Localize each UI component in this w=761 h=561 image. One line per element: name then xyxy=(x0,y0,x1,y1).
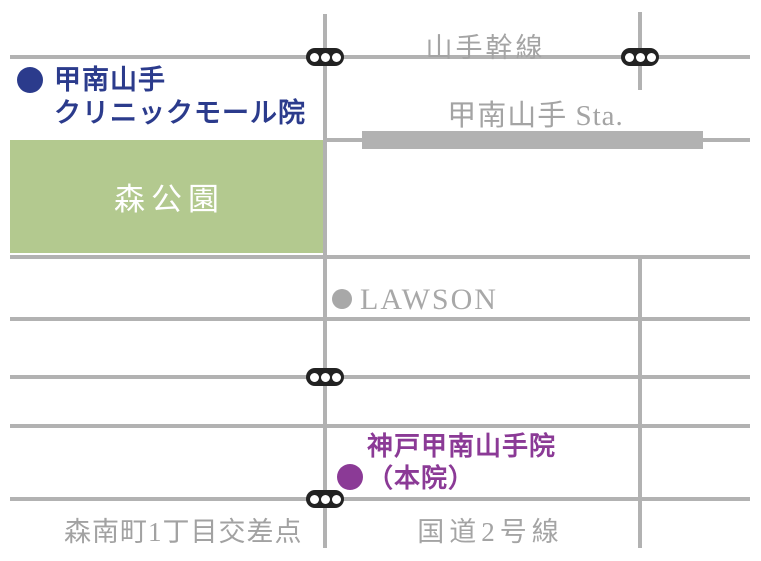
road-horizontal-4 xyxy=(10,317,750,321)
clinic-main-marker-dot xyxy=(337,464,363,490)
traffic-signal-icon xyxy=(621,48,659,66)
clinic-mall-label-line1: 甲南山手 xyxy=(54,65,166,95)
road-route2 xyxy=(10,497,750,501)
clinic-main-label-line2: （本院） xyxy=(367,464,476,493)
station-platform-bar xyxy=(362,131,703,149)
traffic-signal-icon xyxy=(306,490,344,508)
clinic-mall-label: 甲南山手 クリニックモール院 xyxy=(54,64,306,130)
park-area: 森公園 xyxy=(10,140,323,253)
intersection-label: 森南町1丁目交差点 xyxy=(64,517,303,547)
road-horizontal-6 xyxy=(10,424,750,428)
road-vertical-main xyxy=(323,14,327,548)
traffic-signal-icon xyxy=(306,48,344,66)
road-vertical-right-bottom xyxy=(638,255,642,548)
park-label: 森公園 xyxy=(114,182,225,217)
station-label: 甲南山手 Sta. xyxy=(447,100,624,132)
clinic-mall-label-line2: クリニックモール院 xyxy=(54,98,306,128)
road-label-route2: 国道2号線 xyxy=(417,517,564,547)
road-horizontal-3 xyxy=(10,255,750,259)
traffic-signal-icon xyxy=(306,368,344,386)
clinic-mall-marker-dot xyxy=(17,67,43,93)
lawson-label: LAWSON xyxy=(360,283,498,316)
road-label-yamate-kansen: 山手幹線 xyxy=(425,33,546,63)
lawson-marker-dot xyxy=(332,289,352,309)
road-yamate-kansen xyxy=(10,55,750,59)
road-horizontal-5 xyxy=(10,375,750,379)
clinic-main-label: 神戸甲南山手院 （本院） xyxy=(367,431,556,495)
clinic-main-label-line1: 神戸甲南山手院 xyxy=(367,432,557,461)
